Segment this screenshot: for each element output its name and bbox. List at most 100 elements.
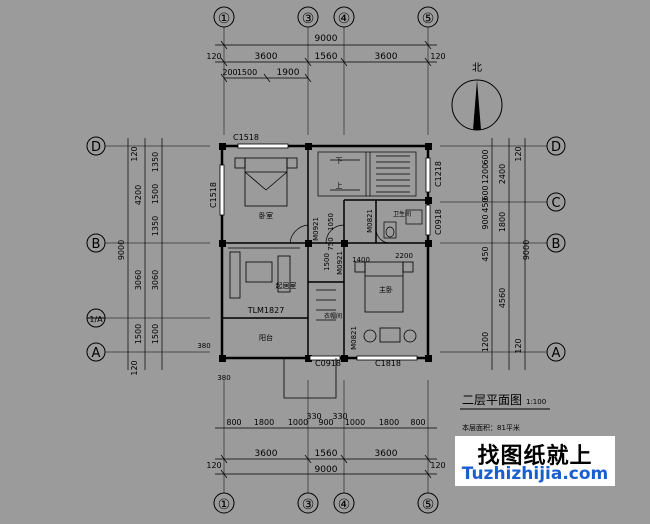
dim-bottom-mid-a: 330 <box>306 412 321 421</box>
axis-bottom-3: ③ <box>302 497 315 513</box>
bath-fixtures <box>383 209 423 239</box>
dim-left-inner-5: 1500 <box>151 324 160 344</box>
dim-bottom-seg1: 3600 <box>255 449 278 459</box>
dim-right-inner-4: 450 <box>481 197 490 212</box>
master-bed-icon <box>354 261 417 343</box>
axis-bottom-5: ⑤ <box>422 497 435 513</box>
tag-c1818: C1818 <box>375 359 401 368</box>
dim-bottom-seg3: 3600 <box>375 449 398 459</box>
watermark-box: 找图纸就上 Tuzhizhijia.com <box>455 436 615 486</box>
dim-bottom-detail-2: 1800 <box>254 418 274 427</box>
dim-lines-top <box>215 40 437 83</box>
dim-bottom-seg2: 1560 <box>315 449 338 459</box>
area-note: 本层面积：81平米 <box>462 423 520 432</box>
dim-right-edge-top: 120 <box>514 146 523 161</box>
closet-rails <box>316 289 336 321</box>
axis-left-d: D <box>91 140 101 155</box>
watermark-line2: Tuzhizhijia.com <box>461 464 609 484</box>
tag-c1218: C1218 <box>434 161 443 187</box>
dim-left-inner-1: 1350 <box>151 152 160 172</box>
room-label-master: 主卧 <box>379 285 393 294</box>
dim-right-inner-7: 1200 <box>481 332 490 352</box>
dim-top-seg2: 1560 <box>315 52 338 62</box>
north-label: 北 <box>472 62 482 74</box>
tag-m0921-b: M0921 <box>336 251 344 275</box>
dim-left-inner-2: 1500 <box>151 184 160 204</box>
axis-right-b: B <box>552 237 561 252</box>
room-label-bedroom: 卧室 <box>259 211 273 220</box>
interior-walls <box>222 146 428 358</box>
dim-top-sub-a: 200 <box>222 68 237 77</box>
dim-right-mid-b: 1800 <box>498 212 507 232</box>
dim-right-inner-5: 900 <box>481 214 490 229</box>
axis-left-a: A <box>92 346 101 361</box>
dim-bottom-detail-7: 800 <box>410 418 425 427</box>
dim-bottom-detail-5: 1000 <box>345 418 365 427</box>
dim-bottom-edge-right: 120 <box>430 461 445 470</box>
dim-left-inner-3: 1350 <box>151 216 160 236</box>
dim-top-sub-b: 1500 <box>237 68 257 77</box>
dim-top-seg1: 3600 <box>255 52 278 62</box>
staircase <box>317 151 417 197</box>
dim-bottom-edge-left: 120 <box>206 461 221 470</box>
dim-top-edge-left: 120 <box>206 52 221 61</box>
dim-bottom-mid-b: 330 <box>332 412 347 421</box>
dim-right-mid-a: 2400 <box>498 164 507 184</box>
dim-left-mid-a: 4200 <box>134 185 143 205</box>
axis-left-1a: 1/A <box>89 315 103 324</box>
dim-left-mid-b: 3060 <box>134 270 143 290</box>
columns <box>219 143 432 362</box>
dim-top-edge-right: 120 <box>430 52 445 61</box>
dim-right-inner-3: 600 <box>481 185 490 200</box>
dim-left-edge-top: 120 <box>130 146 139 161</box>
tag-d2200: 2200 <box>395 252 413 260</box>
axis-right-d: D <box>551 140 561 155</box>
tag-tlm1827: TLM1827 <box>247 306 285 315</box>
dim-right-mid-c: 4560 <box>498 288 507 308</box>
grid-lines <box>105 27 547 493</box>
dim-left-mid-c: 1500 <box>134 324 143 344</box>
axis-bubbles-top <box>213 6 439 28</box>
dim-left-inner-4: 3060 <box>151 270 160 290</box>
tag-m0821-bath: M0821 <box>366 209 374 233</box>
axis-left-b: B <box>92 237 101 252</box>
room-label-balcony: 阳台 <box>259 333 273 342</box>
dim-right-edge-bottom: 120 <box>514 338 523 353</box>
dim-bottom-detail-1: 800 <box>226 418 241 427</box>
dim-bottom-detail-4: 900 <box>318 418 333 427</box>
plan-title: 二层平面图 <box>462 393 522 407</box>
dim-left-edge-bottom: 120 <box>130 360 139 375</box>
plan-scale: 1:100 <box>526 398 546 406</box>
tag-d380a: 380 <box>197 342 210 350</box>
door-swing <box>289 224 391 244</box>
tag-d1400: 1400 <box>352 256 370 264</box>
stair-down-label: 下 <box>336 157 343 165</box>
tag-m0821-closet: M0821 <box>350 326 358 350</box>
dim-lines-right <box>491 138 526 370</box>
dim-right-total: 9000 <box>522 240 531 260</box>
dim-top-seg3: 3600 <box>375 52 398 62</box>
tag-d380b: 380 <box>217 374 230 382</box>
axis-bottom-1: ① <box>218 497 231 513</box>
axis-right-c: C <box>551 196 560 211</box>
dim-bottom-detail-3: 1000 <box>288 418 308 427</box>
dim-right-inner-2: 1200 <box>481 164 490 184</box>
axis-top-3: ③ <box>302 11 315 27</box>
dim-right-inner-6: 450 <box>481 246 490 261</box>
tag-c0918-right: C0918 <box>434 209 443 235</box>
axis-right-a: A <box>552 346 561 361</box>
room-label-study: 起居室 <box>276 281 297 290</box>
dim-bottom-detail-6: 1800 <box>379 418 399 427</box>
axis-bottom-4: ④ <box>338 497 351 513</box>
dim-lines-bottom <box>215 427 437 479</box>
tag-c1518-top: C1518 <box>233 133 259 142</box>
north-arrow-icon <box>451 79 503 131</box>
axis-bubbles-bottom <box>213 492 439 514</box>
room-label-bath: 卫生间 <box>393 210 411 218</box>
stair-up-label: 上 <box>336 181 343 190</box>
living-furniture <box>228 247 300 299</box>
tag-c1518-side: C1518 <box>209 182 218 208</box>
dim-top-sub-c: 1900 <box>277 68 300 78</box>
dim-left-total: 9000 <box>117 240 126 260</box>
